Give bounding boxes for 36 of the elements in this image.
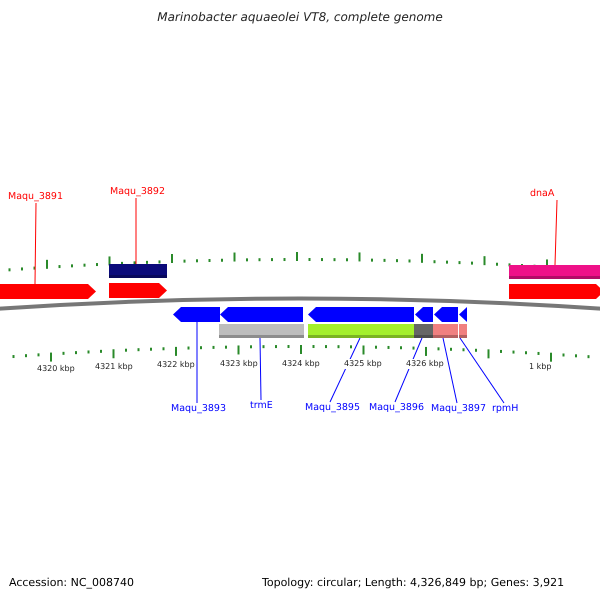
leader-line xyxy=(260,338,262,400)
gene-label: Maqu_3897 xyxy=(431,403,486,415)
scale-label: 4323 kbp xyxy=(220,359,258,369)
footer-text: Accession: NC_008740 xyxy=(9,576,134,589)
leader-line xyxy=(196,322,198,404)
scale-label: 4326 kbp xyxy=(406,359,444,369)
gene-label: trmE xyxy=(250,400,273,412)
gene-feature xyxy=(172,307,221,322)
gene-label: rpmH xyxy=(492,403,518,415)
scale-label: 4321 kbp xyxy=(95,362,133,372)
scale-label: 1 kbp xyxy=(529,362,552,372)
scale-label: 4325 kbp xyxy=(344,359,382,369)
gene-label: Maqu_3891 xyxy=(8,191,63,203)
scale-label: 4320 kbp xyxy=(37,364,75,374)
gene-feature xyxy=(307,307,415,338)
gene-label: Maqu_3895 xyxy=(305,402,360,414)
gene-feature xyxy=(219,307,304,338)
gene-feature xyxy=(433,307,459,338)
gene-feature xyxy=(508,265,600,300)
title: Marinobacter aquaeolei VT8, complete genome xyxy=(157,10,443,24)
leader-line xyxy=(554,200,558,266)
gene-feature xyxy=(458,307,468,338)
leader-line xyxy=(394,338,422,402)
footer-text: Topology: circular; Length: 4,326,849 bp; Genes: 3,921 xyxy=(262,576,564,589)
leader-line xyxy=(34,202,36,284)
leader-line xyxy=(460,338,504,404)
scale-label: 4324 kbp xyxy=(282,359,320,369)
gene-feature xyxy=(414,307,434,338)
gene-label: Maqu_3892 xyxy=(110,186,165,198)
scale-label: 4322 kbp xyxy=(157,360,195,370)
gene-label: Maqu_3896 xyxy=(369,402,424,414)
gene-label: Maqu_3893 xyxy=(171,403,226,415)
leader-line xyxy=(442,338,458,404)
gene-label: dnaA xyxy=(530,188,554,200)
gene-feature xyxy=(0,284,97,300)
gene-feature xyxy=(108,264,168,298)
